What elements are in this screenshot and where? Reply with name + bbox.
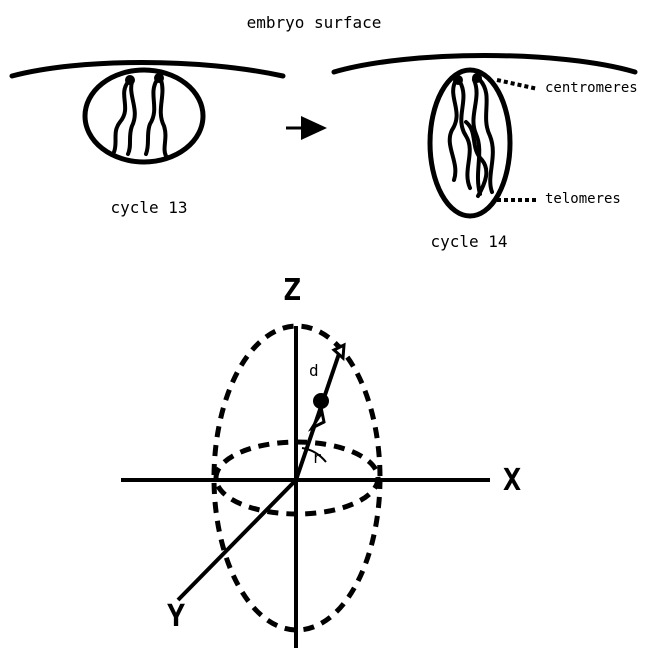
ellipsoid-equator-outline [213, 439, 381, 517]
cycle13-nucleus [82, 67, 206, 165]
distance-marker [307, 408, 326, 432]
centromeres-leader [496, 78, 539, 91]
cycle14-nucleus [427, 67, 513, 219]
bottom-panel: Z X Y d r [121, 273, 521, 648]
position-vector [294, 344, 344, 481]
embryo-surface-title: embryo surface [247, 13, 382, 32]
z-axis-label: Z [283, 273, 301, 308]
top-panel: embryo surface cycle 13 [9, 13, 638, 251]
transition-arrow [286, 116, 327, 140]
centromeres-label: centromeres [545, 80, 638, 96]
x-axis-label: X [503, 463, 521, 498]
y-axis [176, 478, 298, 602]
vector-arrowhead [331, 342, 346, 362]
cycle14-label: cycle 14 [430, 232, 507, 251]
position-point [313, 393, 329, 409]
embryo-surface-right [331, 53, 638, 75]
telomeres-label: telomeres [545, 191, 621, 207]
cycle13-label: cycle 13 [110, 198, 187, 217]
y-axis-label: Y [167, 599, 185, 634]
r-label: r [312, 448, 322, 467]
angle-arc [301, 447, 327, 463]
d-label: d [309, 361, 319, 380]
embryo-surface-left [9, 60, 286, 79]
